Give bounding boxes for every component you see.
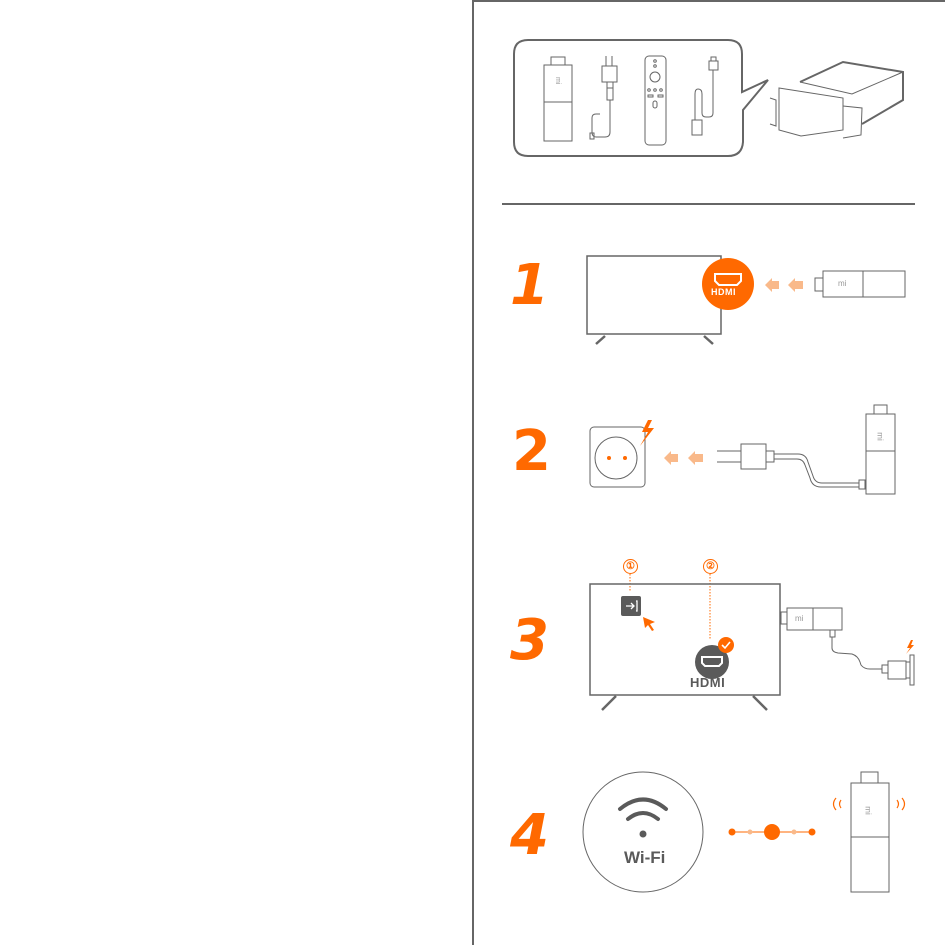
remote-control-icon bbox=[644, 55, 667, 146]
power-socket-icon bbox=[589, 426, 646, 488]
tv-stick-icon bbox=[814, 270, 906, 298]
step-4-number: 4 bbox=[510, 803, 549, 868]
check-badge-icon bbox=[718, 637, 734, 653]
tv-leg-left bbox=[601, 695, 617, 711]
wifi-circle bbox=[582, 771, 704, 893]
step-2-number: 2 bbox=[512, 419, 551, 484]
callout-2-label: ② bbox=[703, 559, 718, 574]
power-cable-icon bbox=[829, 629, 915, 686]
blank-left-page bbox=[0, 0, 472, 945]
step-1-mi-logo: mi bbox=[838, 279, 847, 288]
step-3-mi-logo: mi bbox=[795, 614, 804, 623]
power-adapter-icon bbox=[589, 56, 618, 140]
signal-waves-icon bbox=[832, 797, 906, 811]
wifi-label: Wi-Fi bbox=[624, 848, 666, 867]
tv-stick-icon bbox=[543, 56, 573, 142]
insert-arrow-icon bbox=[765, 278, 803, 292]
tv-stick-icon bbox=[850, 771, 890, 893]
hdmi-extender-icon bbox=[691, 56, 719, 136]
lightning-icon bbox=[640, 420, 654, 446]
wifi-icon bbox=[618, 797, 668, 821]
hdmi-source-icon bbox=[695, 645, 729, 679]
step-3-number: 3 bbox=[510, 608, 549, 673]
cursor-icon bbox=[643, 617, 655, 631]
callout-bubble bbox=[513, 39, 769, 157]
section-divider bbox=[502, 203, 915, 205]
lightning-icon bbox=[906, 640, 914, 654]
callout-1-label: ① bbox=[623, 559, 638, 574]
insert-arrow-icon bbox=[664, 451, 703, 465]
tv-stick-icon bbox=[780, 607, 843, 631]
instruction-panel bbox=[472, 0, 945, 945]
tv-stick-icon bbox=[865, 404, 896, 495]
tv-leg-left bbox=[595, 335, 606, 345]
box-stick-mi-logo: mi bbox=[554, 77, 561, 85]
tv-screen-icon bbox=[589, 583, 781, 696]
step-3-hdmi-label: HDMI bbox=[690, 675, 726, 690]
connection-dots-icon bbox=[728, 824, 816, 840]
step-1-hdmi-label: HDMI bbox=[711, 287, 736, 297]
tv-leg-right bbox=[703, 335, 714, 345]
power-adapter-icon bbox=[717, 443, 866, 490]
tv-leg-right bbox=[752, 695, 768, 711]
step-4-mi-logo: mi bbox=[863, 806, 873, 815]
step-1-number: 1 bbox=[510, 253, 549, 318]
package-box-icon bbox=[769, 60, 904, 139]
